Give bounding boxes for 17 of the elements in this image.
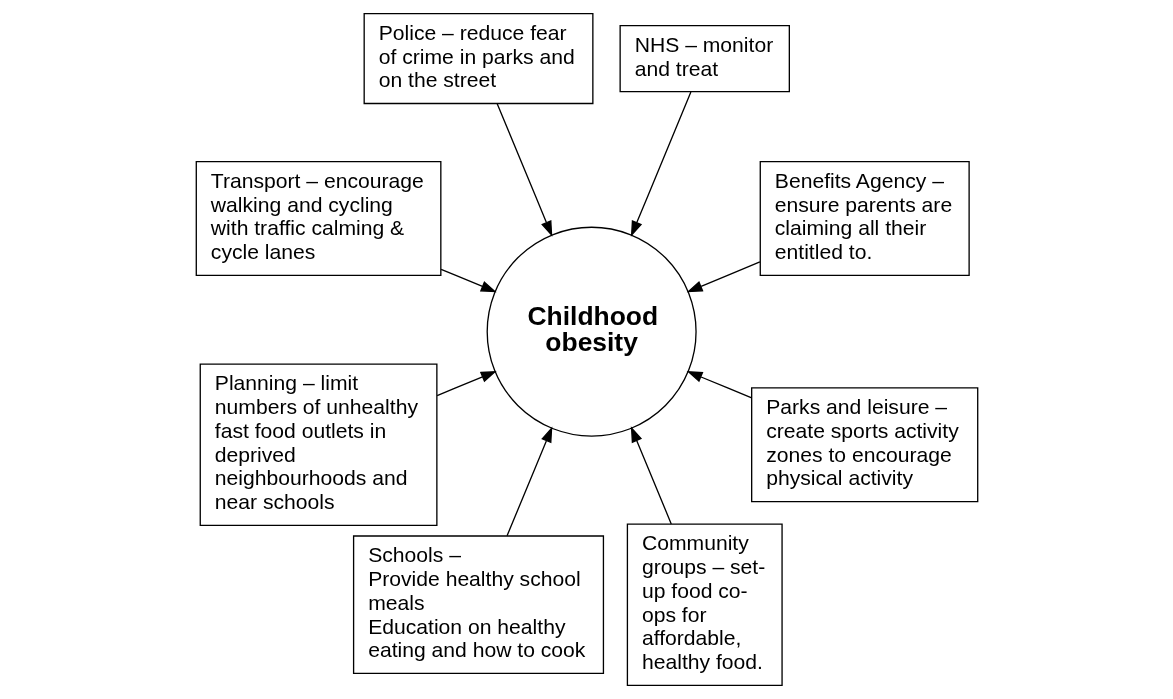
- arrow: [505, 426, 552, 537]
- arrow: [496, 103, 552, 237]
- node-box: Police – reduce fear of crime in parks and on the street: [363, 13, 593, 105]
- arrow: [630, 91, 692, 237]
- node-box: Community groups – set-up food co-ops for affordable, healthy food.: [626, 523, 783, 686]
- arrow: [435, 370, 497, 397]
- arrow: [439, 268, 497, 293]
- node-box: Planning – limit numbers of unhealthy fast food outlets in deprived neighbourhoods and near schools: [199, 363, 438, 527]
- node-box: NHS – monitor and treat: [619, 24, 790, 93]
- arrow: [686, 371, 752, 399]
- node-box: Benefits Agency – ensure parents are claiming all their entitled to.: [759, 161, 970, 277]
- node-box: Schools – Provide healthy school meals Education on healthy eating and how to cook: [352, 535, 604, 675]
- node-box: Transport – encourage walking and cycling with traffic calming & cycle lanes: [195, 161, 441, 277]
- arrow: [630, 426, 672, 525]
- node-circle: Childhood obesity: [486, 226, 697, 437]
- arrow: [686, 261, 761, 293]
- node-box: Parks and leisure – create sports activity zones to encourage physical activity: [750, 387, 978, 503]
